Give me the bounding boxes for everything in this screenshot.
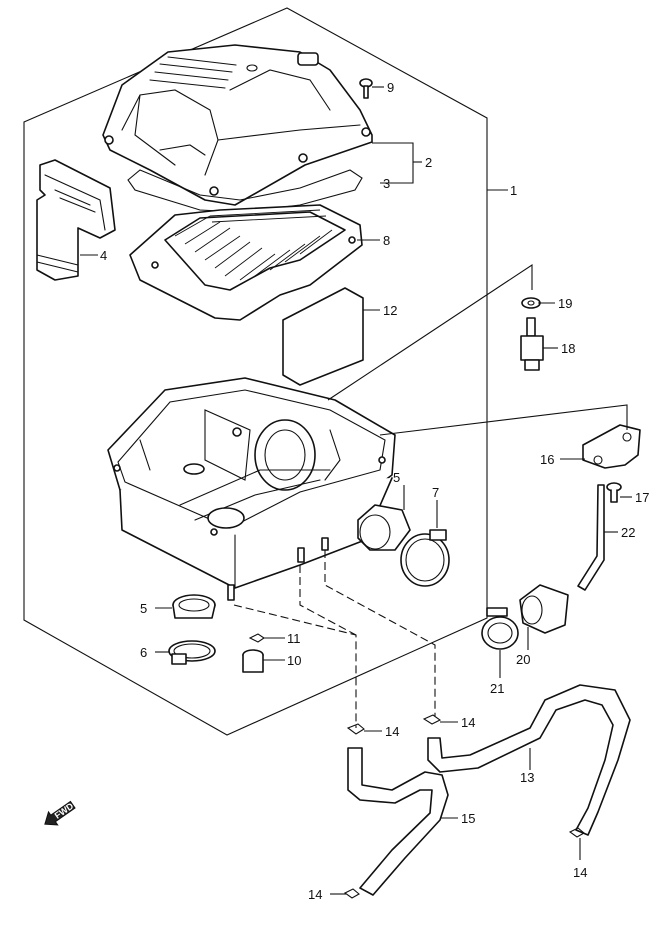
callout-3: 3 <box>383 176 390 191</box>
callout-4: 4 <box>100 248 107 263</box>
callout-7: 7 <box>432 485 439 500</box>
callout-17: 17 <box>635 490 649 505</box>
foam-pad <box>282 287 364 386</box>
outlet-boot-left <box>172 594 216 619</box>
callout-11: 11 <box>287 631 301 646</box>
clamp-21 <box>481 607 519 650</box>
leader-lines <box>80 86 632 895</box>
washer-19 <box>521 297 541 309</box>
drain-cap <box>242 649 264 673</box>
air-cleaner-cap <box>102 44 373 206</box>
callout-12: 12 <box>383 303 397 318</box>
callout-6: 6 <box>140 645 147 660</box>
callout-22: 22 <box>621 525 635 540</box>
outlet-boot-right <box>357 504 411 551</box>
callout-15: 15 <box>461 811 475 826</box>
callout-14c: 14 <box>308 887 322 902</box>
intake-duct <box>36 159 116 281</box>
clip-14b <box>422 714 442 725</box>
callout-1: 1 <box>510 183 517 198</box>
callout-5a: 5 <box>140 601 147 616</box>
hose-13 <box>427 684 631 836</box>
callout-14b: 14 <box>461 715 475 730</box>
valve-20 <box>519 584 569 634</box>
air-cleaner-case <box>107 377 396 601</box>
hose-15 <box>347 747 449 896</box>
callout-2: 2 <box>425 155 432 170</box>
screw-part <box>359 78 373 99</box>
sensor-18 <box>520 317 544 371</box>
callout-13: 13 <box>520 770 534 785</box>
bolt-17 <box>606 482 622 503</box>
cap-seal <box>127 169 363 213</box>
callout-9: 9 <box>387 80 394 95</box>
callout-14a: 14 <box>385 724 399 739</box>
callout-labels: 1 2 3 4 5 5 6 7 8 9 10 11 12 13 14 14 14… <box>100 80 649 902</box>
filter-element <box>129 204 363 321</box>
callout-18: 18 <box>561 341 575 356</box>
callout-8: 8 <box>383 233 390 248</box>
callout-16: 16 <box>540 452 554 467</box>
callout-10: 10 <box>287 653 301 668</box>
clamp-right <box>400 529 450 587</box>
bracket <box>582 424 641 469</box>
clip-11 <box>248 633 265 643</box>
callout-21: 21 <box>490 681 504 696</box>
hose-22 <box>577 484 605 591</box>
clip-14d <box>568 827 585 838</box>
callout-19: 19 <box>558 296 572 311</box>
clip-14c <box>343 888 360 899</box>
callout-14d: 14 <box>573 865 587 880</box>
fwd-arrow-icon: FWD <box>44 801 76 826</box>
clip-14a <box>346 723 365 735</box>
clamp-left <box>168 640 216 665</box>
assembly-boundary <box>23 7 488 736</box>
callout-20: 20 <box>516 652 530 667</box>
callout-5b: 5 <box>393 470 400 485</box>
